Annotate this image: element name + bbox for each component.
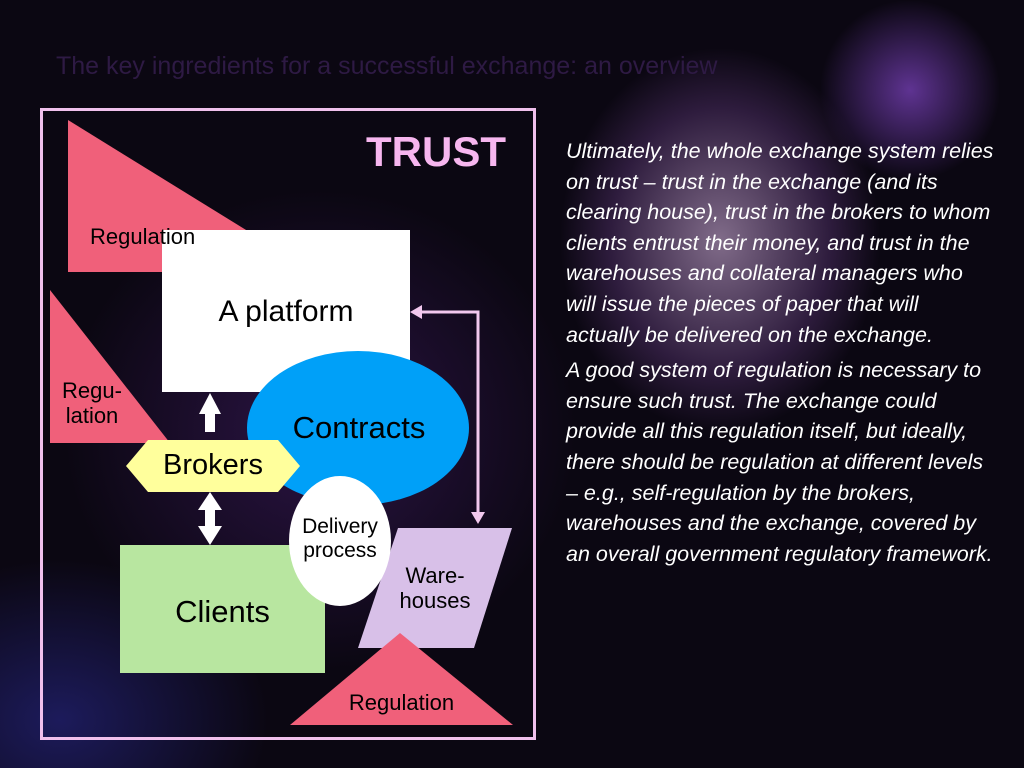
description-text: Ultimately, the whole exchange system re…: [566, 136, 996, 574]
delivery-process-circle: [289, 476, 391, 606]
delivery-label-line2: process: [303, 539, 377, 563]
clients-box: [120, 545, 325, 673]
connector-platform-warehouses: [416, 310, 480, 516]
delivery-process-label: Delivery process: [289, 515, 391, 563]
brokers-hexagon: [126, 440, 300, 492]
arrow-brokers-clients: [198, 492, 222, 545]
warehouses-label: Ware- houses: [392, 563, 478, 614]
warehouses-label-line1: Ware-: [405, 563, 465, 588]
regulation-triangle-bottom: [290, 633, 513, 725]
connector-arrowhead-down: [471, 512, 485, 524]
platform-label: A platform: [218, 295, 354, 328]
slide-title: The key ingredients for a successful exc…: [56, 52, 718, 80]
warehouses-parallelogram: [358, 528, 512, 648]
description-paragraph-2: A good system of regulation is necessary…: [566, 358, 993, 566]
regulation-triangle-left: [50, 290, 170, 443]
regulation-label-left: Regu- lation: [50, 378, 134, 429]
delivery-label-line1: Delivery: [302, 515, 378, 538]
regulation-label-left-line1: Regu-: [62, 378, 122, 403]
trust-frame: [40, 108, 536, 740]
regulation-label-bottom: Regulation: [348, 690, 455, 715]
arrow-platform-brokers: [199, 393, 221, 432]
regulation-label-left-line2: lation: [65, 403, 119, 429]
warehouses-label-line2: houses: [399, 588, 471, 614]
trust-heading: TRUST: [366, 128, 506, 175]
contracts-label: Contracts: [292, 410, 426, 445]
regulation-label-top: Regulation: [90, 224, 196, 249]
brokers-label: Brokers: [163, 449, 263, 481]
clients-label: Clients: [175, 594, 270, 629]
description-paragraph-1: Ultimately, the whole exchange system re…: [566, 139, 994, 347]
connector-arrowhead-left: [410, 305, 422, 319]
contracts-ellipse: [247, 351, 469, 505]
